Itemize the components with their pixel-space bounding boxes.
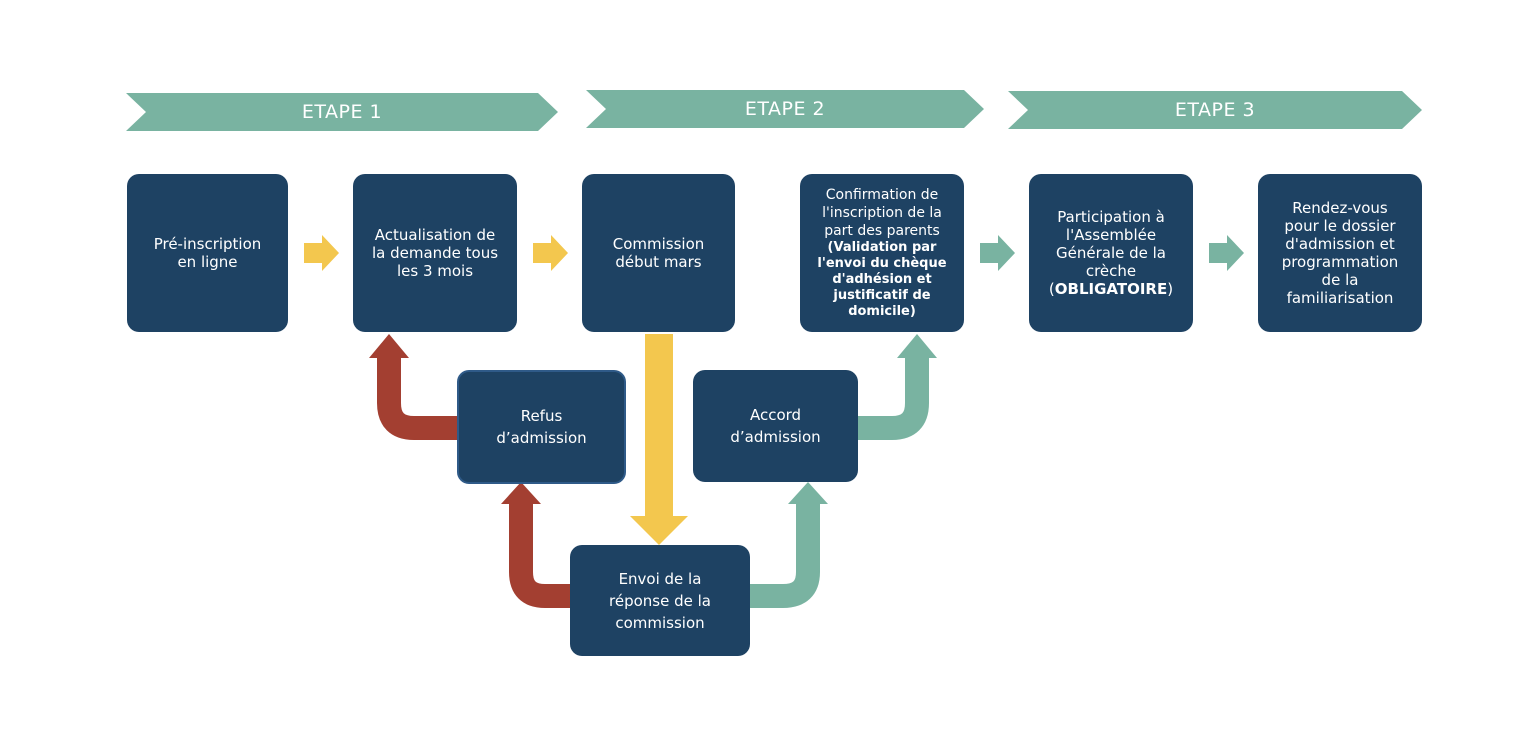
arrow-commission-to-envoi	[630, 334, 688, 545]
arrow-participation-to-rendezvous	[1209, 235, 1244, 271]
arrow-envoi-to-accord	[750, 502, 820, 608]
step-actualisation: Actualisation de la demande tous les 3 m…	[353, 174, 517, 332]
banner-arrow-shape	[1008, 91, 1422, 129]
arrow-actualisation-to-commission	[533, 235, 568, 271]
step-envoi: Envoi de la réponse de la commission	[570, 545, 750, 656]
arrow-preinscription-to-actualisation	[304, 235, 339, 271]
stage-label: ETAPE 1	[301, 101, 383, 123]
step-accord: Accord d’admission	[693, 370, 858, 482]
step-commission: Commission début mars	[582, 174, 735, 332]
step-refus: Refus d’admission	[457, 370, 626, 484]
arrow-accord-to-confirmation	[858, 356, 929, 440]
banner-arrow-shape	[126, 93, 558, 131]
stage-label: ETAPE 2	[744, 98, 826, 120]
stage-banner-1: ETAPE 1	[126, 93, 558, 131]
step-confirmation: Confirmation de l'inscription de la part…	[800, 174, 964, 332]
arrow-envoi-to-refus	[509, 502, 571, 608]
stage-banner-2: ETAPE 2	[586, 90, 984, 128]
arrow-refus-to-actualisation	[377, 356, 458, 440]
arrow-confirmation-to-participation	[980, 235, 1015, 271]
mandatory-label: OBLIGATOIRE	[1054, 280, 1168, 298]
step-participation: Participation à l'Assemblée Générale de …	[1029, 174, 1193, 332]
step-rendezvous: Rendez-vous pour le dossier d'admission …	[1258, 174, 1422, 332]
stage-label: ETAPE 3	[1174, 99, 1256, 121]
banner-arrow-shape	[586, 90, 984, 128]
stage-banner-3: ETAPE 3	[1008, 91, 1422, 129]
step-preinscription: Pré-inscription en ligne	[127, 174, 288, 332]
